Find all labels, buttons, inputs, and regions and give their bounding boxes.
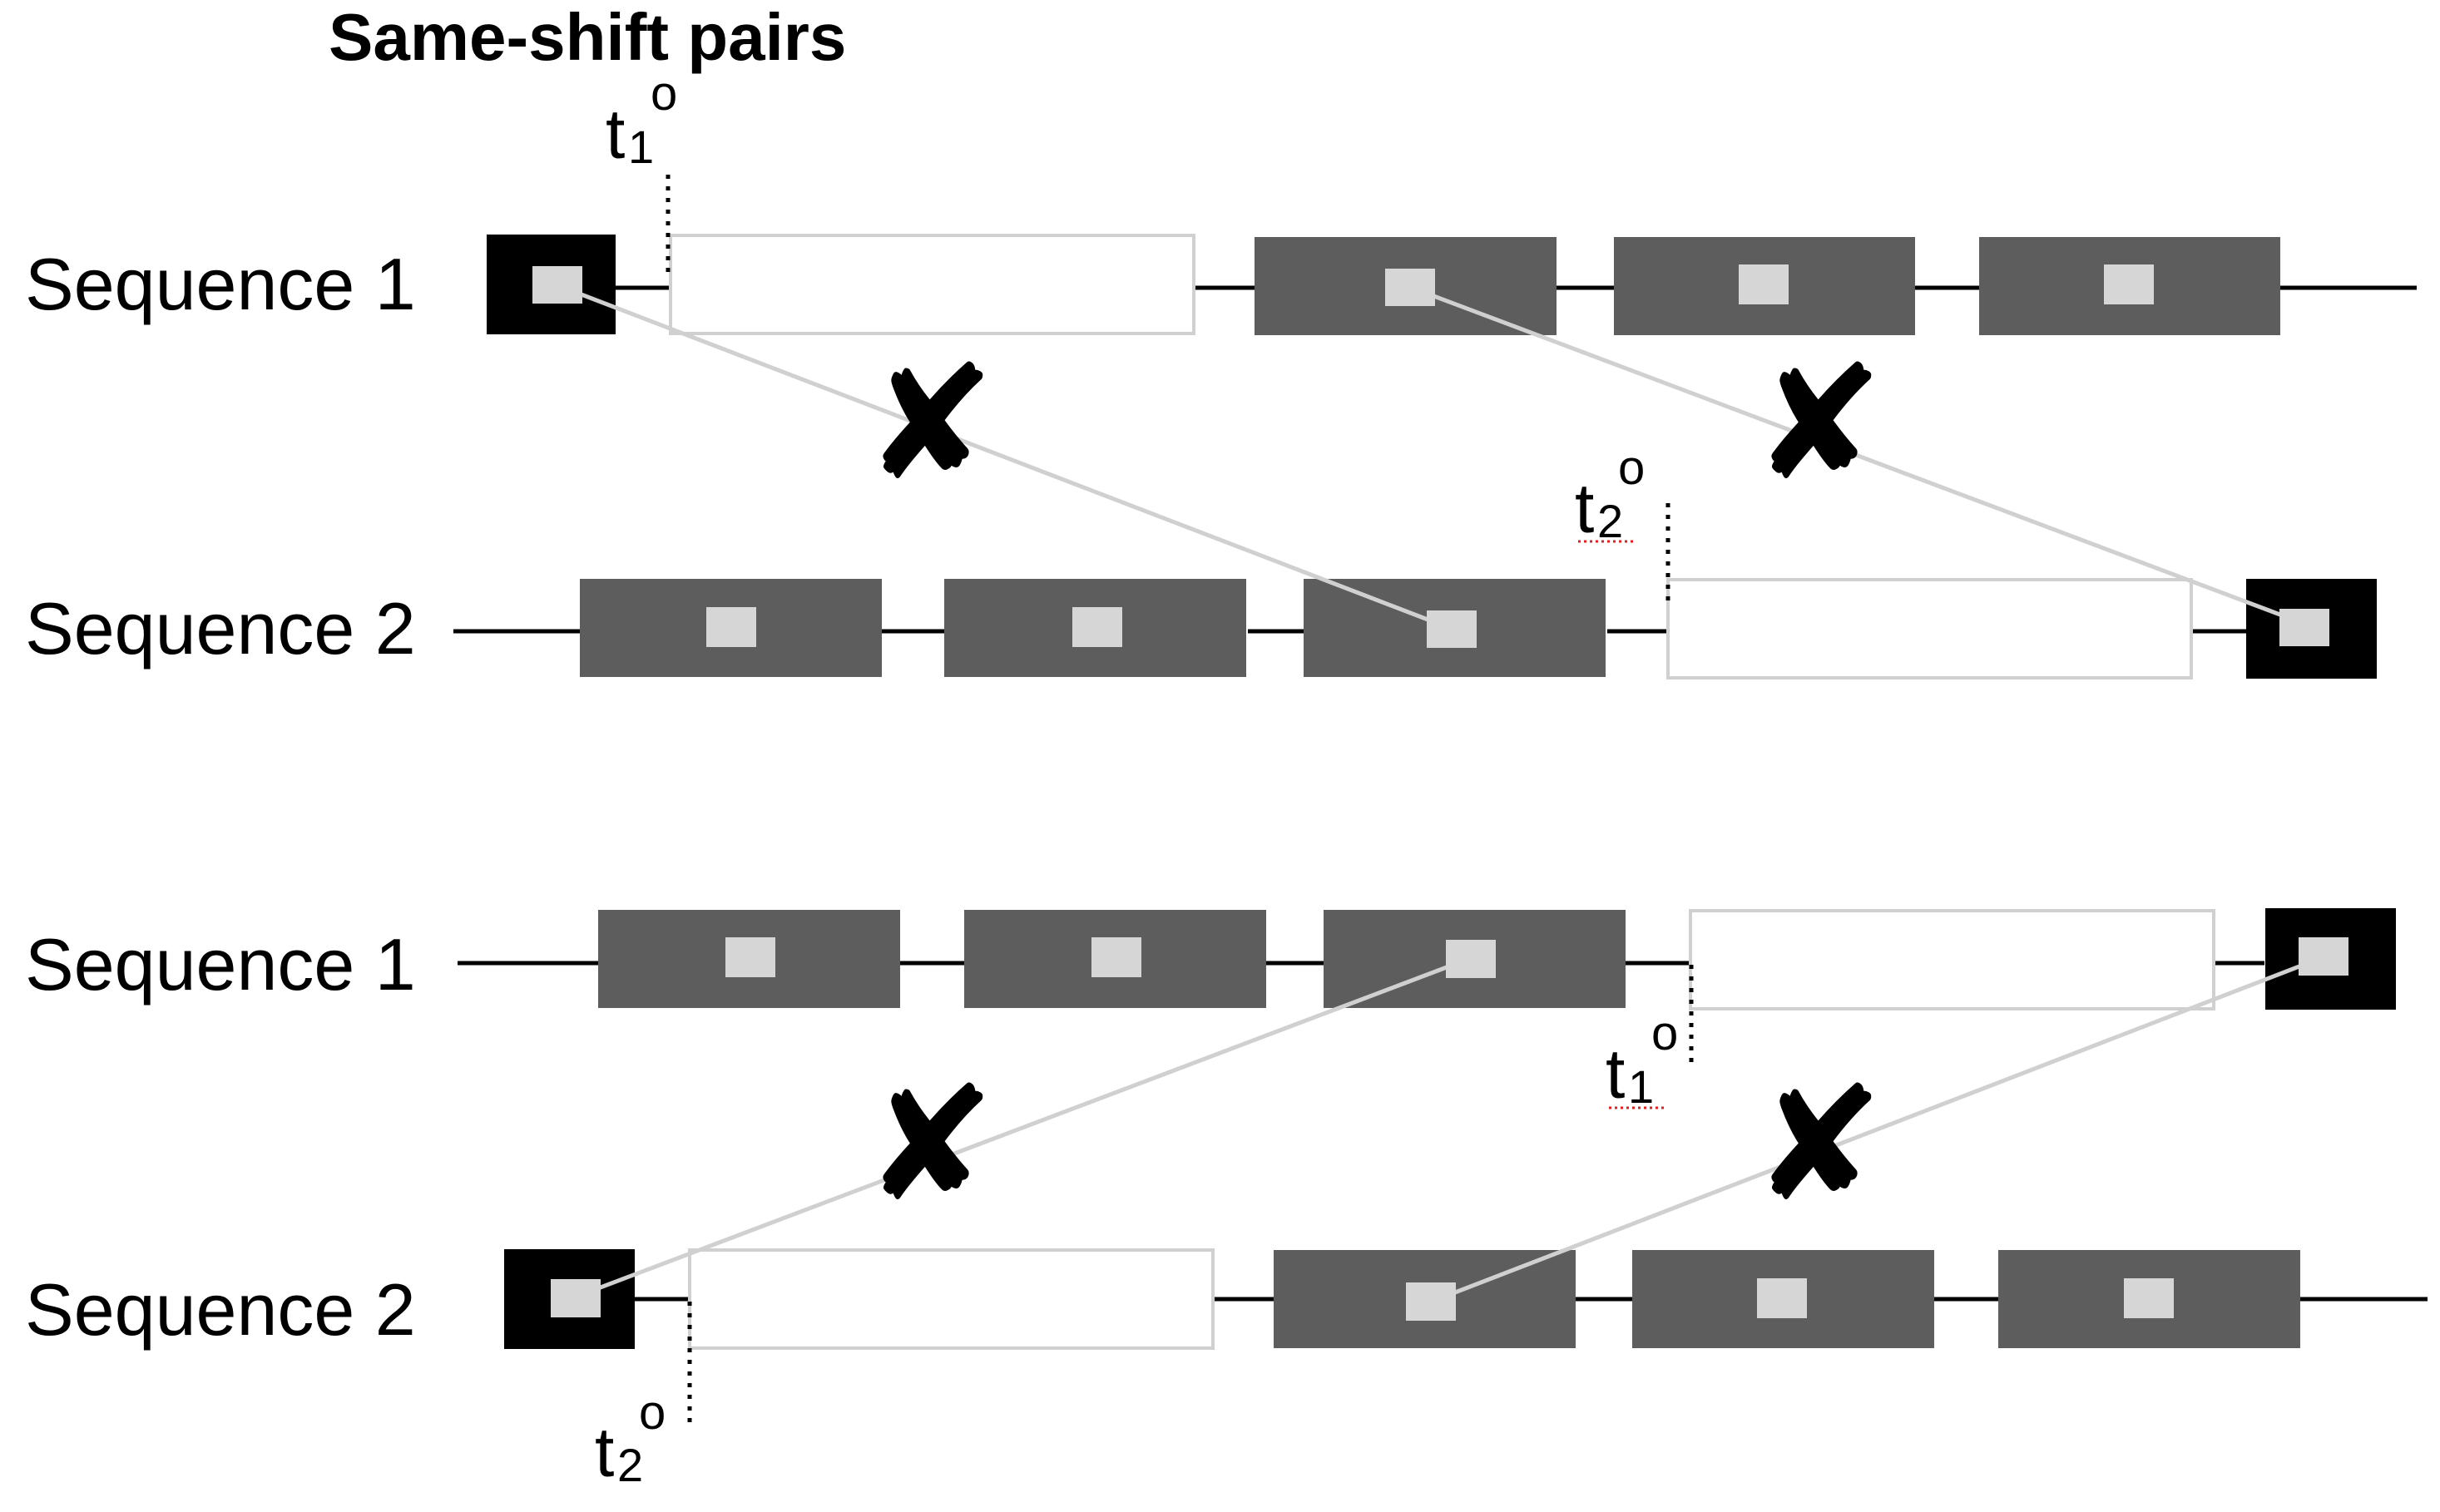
panel-2-seq-2-marker-1	[1406, 1282, 1456, 1321]
time-label-subscript: 2	[617, 1439, 643, 1491]
panel-1-seq-2-marker-black	[2279, 609, 2329, 646]
panel-1-invalid-pair-mark-2: ✘	[1752, 332, 1884, 516]
panel-2-seq-1-marker-black	[2299, 937, 2348, 976]
panel-2-seq-1-empty-block	[1689, 909, 2215, 1010]
panel-1-invalid-pair-mark-1: ✘	[864, 332, 996, 516]
panel-2-sequence-1-label: Sequence 1	[25, 923, 416, 1006]
panel-1-seq-1-marker-1	[1385, 269, 1435, 306]
panel-1-sequence-2-label: Sequence 2	[25, 587, 416, 670]
panel-1-link-line-2	[1411, 285, 2305, 626]
panel-2-seq-2-marker-black	[551, 1279, 601, 1317]
panel-2-seq-1-marker-2	[1091, 937, 1141, 977]
panel-2-invalid-pair-mark-2: ✘	[1752, 1053, 1884, 1237]
time-label-degree: o	[1651, 1006, 1678, 1060]
time-label-main: t	[606, 95, 625, 173]
panel-2-seq-2-empty-block	[688, 1248, 1215, 1350]
time-label-main: t	[1606, 1035, 1625, 1113]
panel-1-sequence-1-label: Sequence 1	[25, 243, 416, 325]
panel-2-link-line-2	[1428, 954, 2326, 1305]
panel-1-seq-1-marker-black	[532, 266, 582, 304]
diagram-title: Same-shift pairs	[329, 0, 846, 74]
panel-1-time-marker-1-label: t 1 o	[606, 67, 677, 173]
panel-1-seq-1-empty-block	[669, 234, 1195, 335]
panel-2-seq-1-marker-1	[725, 937, 775, 977]
panel-2-invalid-pair-mark-1: ✘	[864, 1053, 996, 1237]
panel-2: Sequence 1 Sequence 2	[25, 908, 2428, 1491]
time-label-subscript: 2	[1597, 495, 1623, 547]
panel-1-seq-2-marker-1	[706, 607, 756, 647]
panel-1-seq-2-marker-3	[1427, 610, 1477, 648]
panel-2-seq-2-marker-2	[1757, 1278, 1807, 1318]
panel-2-link-line-1	[573, 956, 1472, 1300]
panel-1-seq-1-marker-2	[1739, 264, 1789, 304]
panel-2-seq-2-marker-3	[2124, 1278, 2174, 1318]
time-label-main: t	[1575, 469, 1594, 547]
panel-2-time-marker-1-label: t 1 o	[1606, 1006, 1678, 1113]
time-label-subscript: 1	[1628, 1060, 1654, 1113]
panel-1-link-line-1	[557, 283, 1453, 631]
panel-1-seq-2-empty-block	[1666, 578, 2193, 679]
time-label-degree: o	[639, 1386, 666, 1440]
time-label-main: t	[595, 1413, 614, 1491]
panel-2-sequence-2-label: Sequence 2	[25, 1268, 416, 1351]
time-label-subscript: 1	[628, 121, 654, 173]
panel-1-seq-1-marker-3	[2104, 264, 2154, 304]
panel-2-seq-1-marker-3	[1446, 940, 1496, 978]
panel-1-seq-2-marker-2	[1072, 607, 1122, 647]
time-label-degree: o	[1618, 441, 1645, 495]
time-label-degree: o	[651, 67, 677, 121]
panel-2-time-marker-2-label: t 2 o	[595, 1386, 666, 1491]
panel-1: Sequence 1 Sequence 2	[25, 67, 2417, 679]
panel-1-time-marker-2-label: t 2 o	[1575, 441, 1645, 547]
